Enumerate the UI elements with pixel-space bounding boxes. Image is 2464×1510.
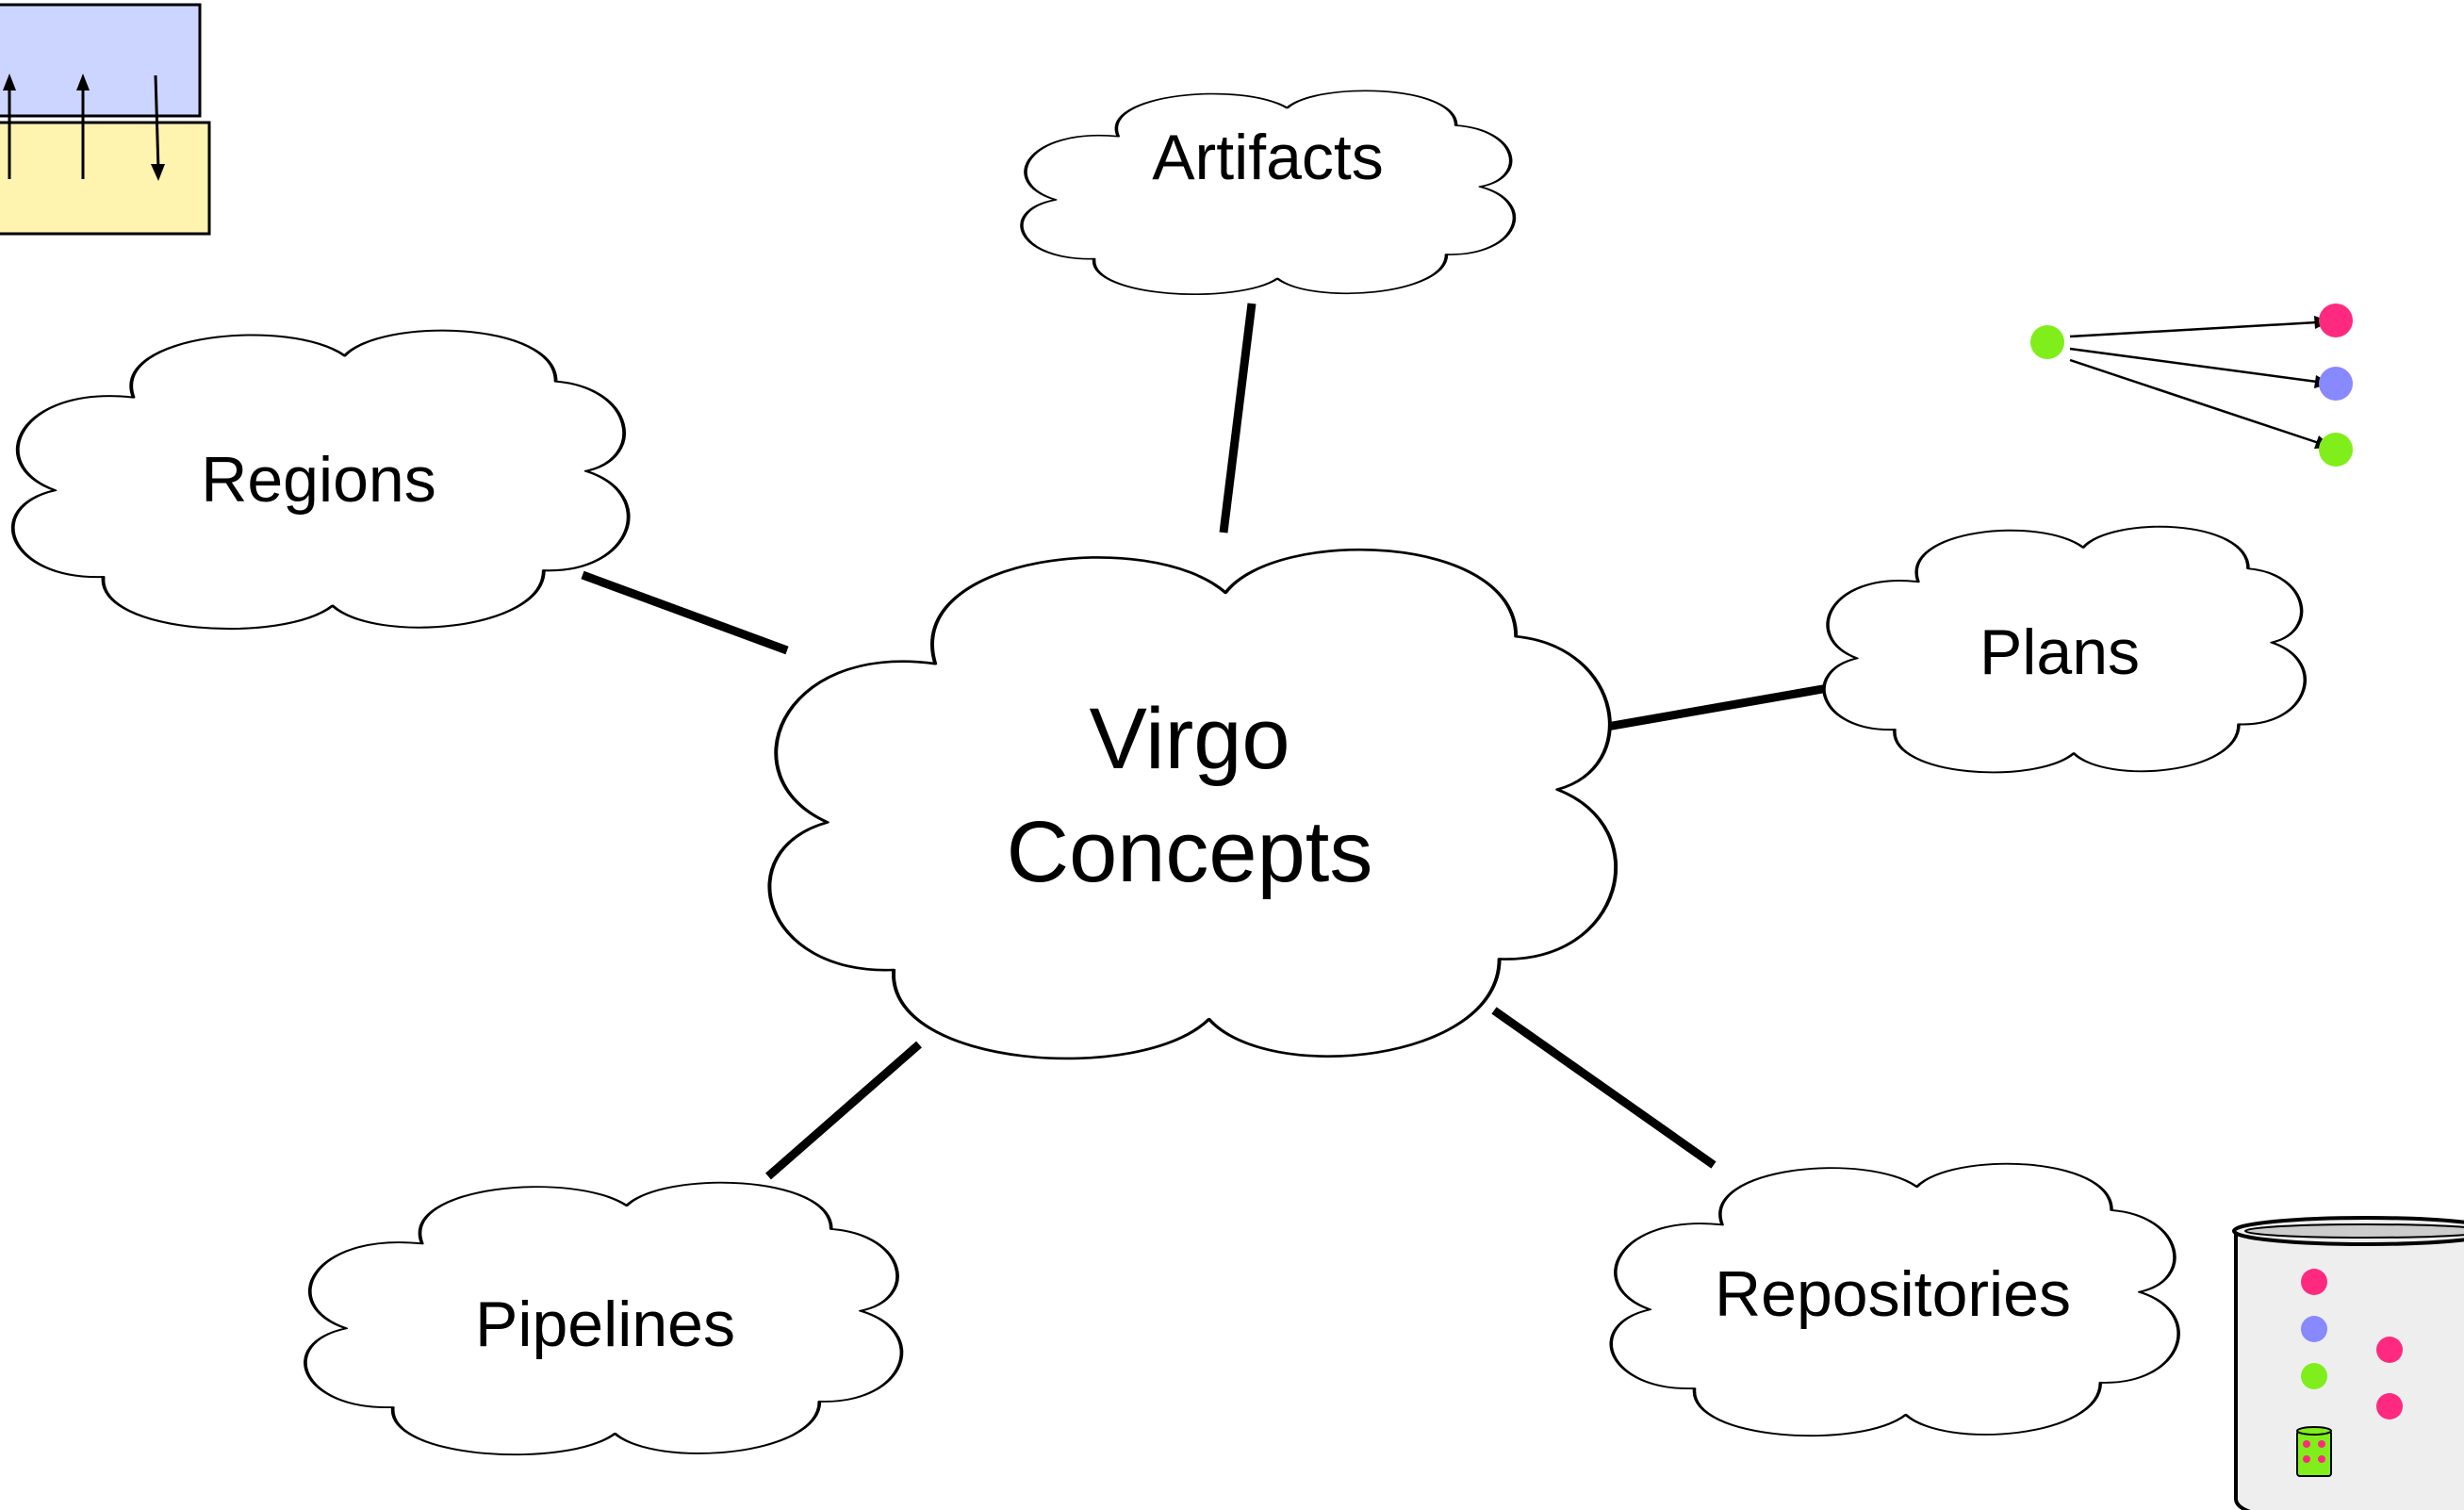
cloud-virgo-concepts: Virgo Concepts — [769, 550, 1616, 1059]
plans-label: Plans — [1979, 616, 2140, 688]
cloud-plans: Plans — [1822, 525, 2307, 775]
connector-pipelines — [765, 1041, 922, 1180]
plan-root-dot — [2030, 325, 2064, 359]
connector-repositories — [1491, 1007, 1717, 1169]
regions-label: Regions — [201, 444, 436, 516]
plan-dot-green — [2319, 433, 2353, 467]
pipelines-label: Pipelines — [475, 1288, 735, 1360]
region-bottom-box — [0, 121, 211, 236]
connector-artifacts — [1219, 303, 1257, 533]
cloud-pipelines: Pipelines — [304, 1180, 904, 1457]
connector-regions — [581, 570, 789, 655]
cloud-repositories: Repositories — [1609, 1161, 2180, 1437]
center-title-line1: Virgo — [1089, 691, 1289, 787]
repository-cylinder-icon — [2232, 1216, 2464, 1510]
plan-dot-pink — [2319, 304, 2353, 337]
connector-plans — [1585, 682, 1834, 735]
plan-dot-blue — [2319, 367, 2353, 401]
region-top-box — [0, 3, 202, 118]
connectors — [581, 303, 1834, 1180]
repositories-label: Repositories — [1715, 1258, 2071, 1330]
artifacts-label: Artifacts — [1152, 122, 1384, 193]
plan-graph-icon — [2030, 304, 2353, 467]
cloud-regions: Regions — [10, 328, 631, 632]
region-layers-icon — [0, 3, 211, 236]
center-title-line2: Concepts — [1007, 804, 1373, 900]
cloud-artifacts: Artifacts — [1020, 89, 1517, 296]
